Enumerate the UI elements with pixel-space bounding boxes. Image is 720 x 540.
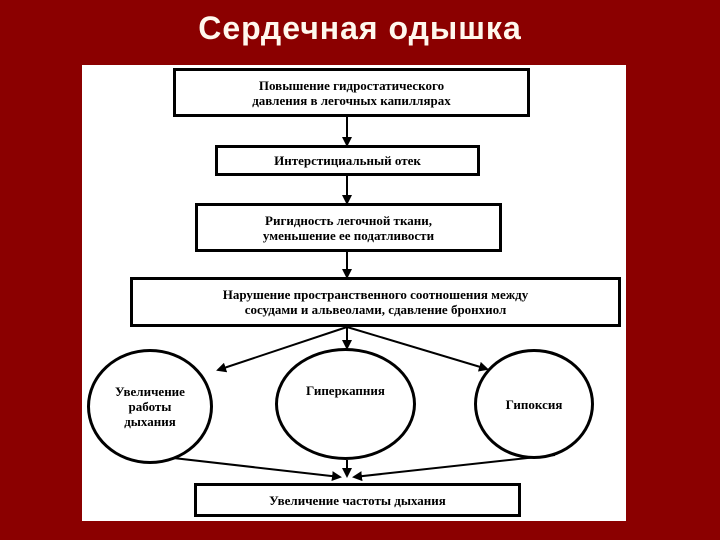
box-lung-rigidity: Ригидность легочной ткани, уменьшение ее… [195, 203, 502, 252]
box-spatial-disruption: Нарушение пространственного соотношения … [130, 277, 621, 327]
arrow-right-bottom [352, 454, 556, 482]
circle-hypercapnia: Гиперкапния [275, 348, 416, 460]
connector-arrows [146, 117, 556, 482]
slide-title: Сердечная одышка [198, 10, 522, 46]
box-breathing-rate: Увеличение частоты дыхания [194, 483, 521, 517]
arrow-left-bottom [146, 454, 342, 482]
box-hydrostatic-pressure: Повышение гидростатического давления в л… [173, 68, 530, 117]
circle-hypoxia: Гипоксия [474, 349, 594, 459]
diagram-panel: Повышение гидростатического давления в л… [82, 65, 626, 521]
arrow-box4-right [346, 326, 489, 372]
arrow-box4-left [216, 326, 348, 373]
box-interstitial-edema: Интерстициальный отек [215, 145, 480, 176]
circle-breathing-work: Увеличение работы дыхания [87, 349, 213, 464]
